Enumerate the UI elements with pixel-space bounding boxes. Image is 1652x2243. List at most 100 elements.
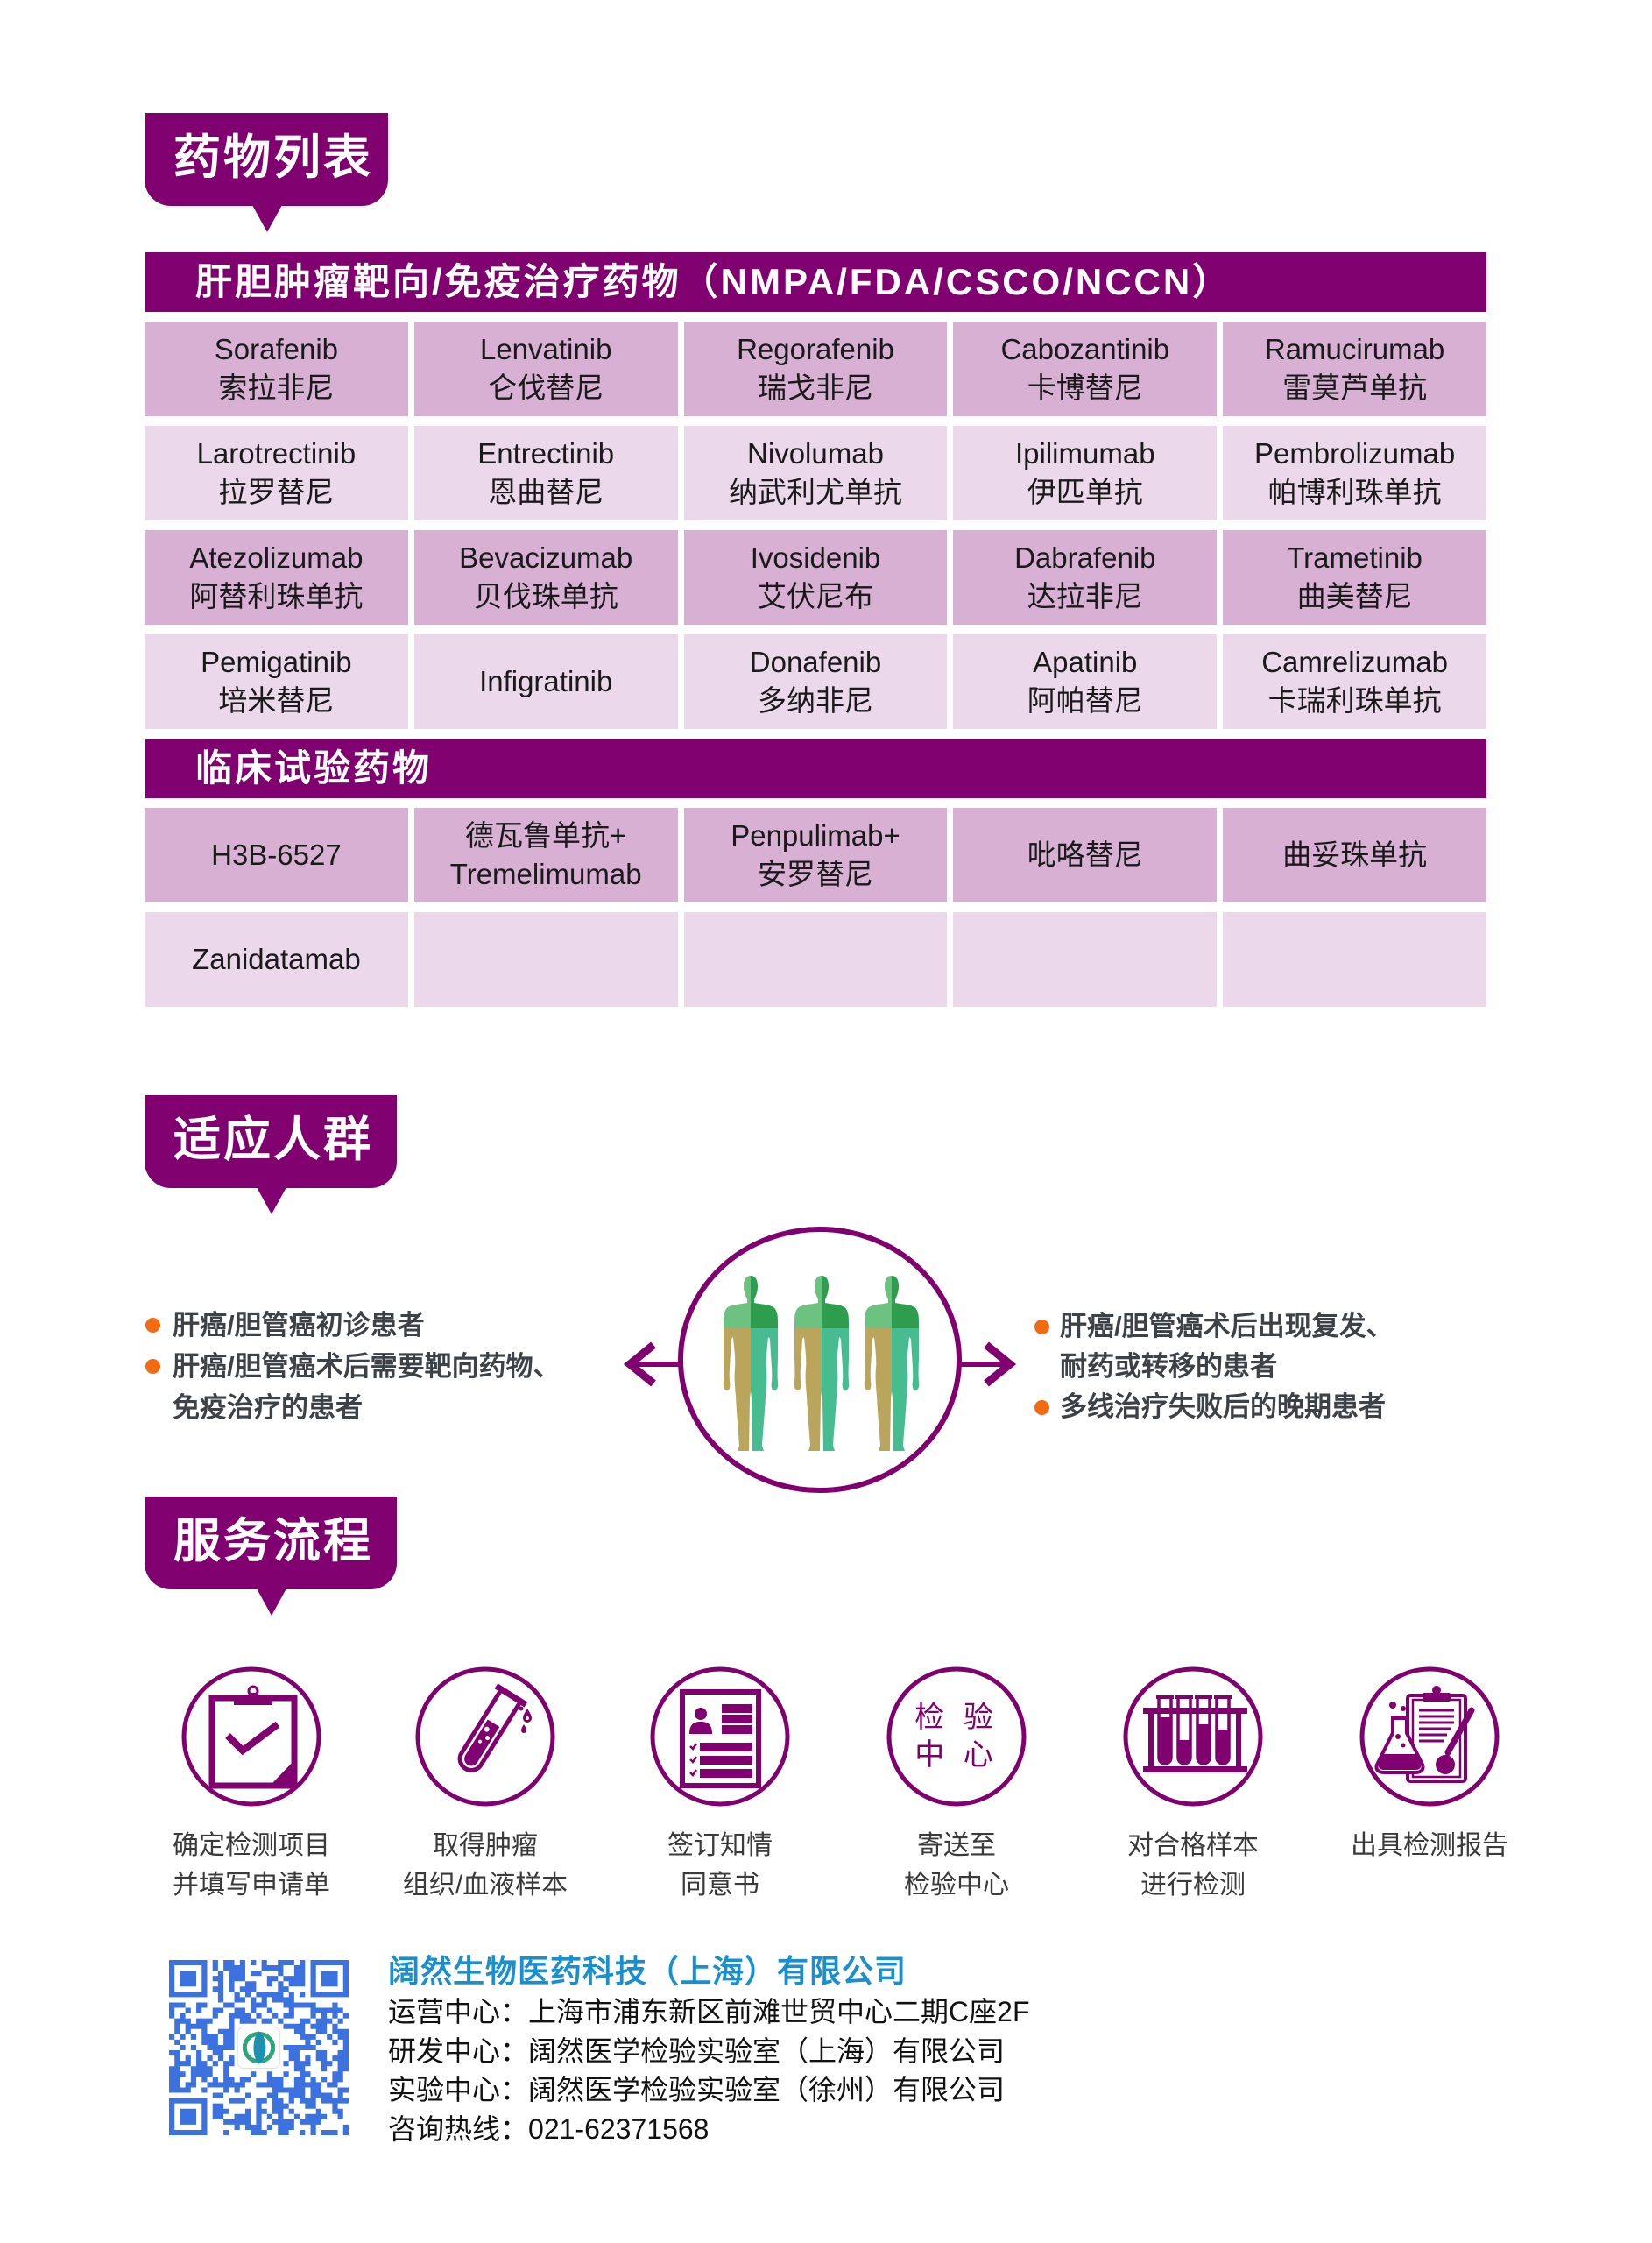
drug-name-zh: 多纳非尼 xyxy=(757,684,873,717)
approved-drugs-header: 肝胆肿瘤靶向/免疫治疗药物（NMPA/FDA/CSCO/NCCN） xyxy=(145,252,1486,312)
test-tube-rack-icon xyxy=(1123,1666,1263,1807)
process-step: 出具检测报告 xyxy=(1316,1666,1543,1865)
step-label-line: 出具检测报告 xyxy=(1351,1831,1508,1860)
step-label-line: 确定检测项目 xyxy=(173,1831,330,1860)
drug-name-en: Dabrafenib xyxy=(1014,541,1156,574)
icon-text-line: 中 心 xyxy=(914,1738,999,1772)
drug-name-line1: H3B-6527 xyxy=(211,838,342,871)
process-step: 对合格样本 进行检测 xyxy=(1079,1666,1307,1905)
drug-cell: Zanidatamab xyxy=(145,912,408,1007)
indication-text: 免疫治疗的患者 xyxy=(173,1392,363,1423)
step-label-line: 并填写申请单 xyxy=(173,1871,330,1900)
clinical-trial-drugs-title: 临床试验药物 xyxy=(195,747,433,789)
indication-text: 肝癌/胆管癌术后需要靶向药物、 xyxy=(173,1351,561,1382)
lab-center-icon xyxy=(886,1666,1027,1807)
drug-cell: 德瓦鲁单抗+Tremelimumab xyxy=(413,808,678,902)
clipboard-check-icon xyxy=(181,1666,321,1807)
lab-report-icon xyxy=(1359,1666,1500,1807)
empty-cell xyxy=(413,912,678,1007)
tag-pointer-icon xyxy=(252,205,282,232)
clinical-trial-drugs-table: H3B-6527 德瓦鲁单抗+Tremelimumab Penpulimab+ 安… xyxy=(145,808,1486,1007)
drug-name-zh: 培米替尼 xyxy=(218,684,335,717)
process-step: 检 验 中 心 寄送至 检验中心 xyxy=(843,1666,1070,1905)
empty-cell xyxy=(683,912,948,1007)
drug-name-zh: 曲美替尼 xyxy=(1296,580,1413,612)
contact-line: 咨询热线：021-62371568 xyxy=(388,2110,1030,2149)
drug-name-zh: 卡瑞利珠单抗 xyxy=(1267,684,1442,717)
indication-item: 肝癌/胆管癌初诊患者 xyxy=(145,1305,561,1346)
indication-item: 肝癌/胆管癌术后需要靶向药物、 免疫治疗的患者 xyxy=(145,1346,561,1428)
drug-name-en: Pemigatinib xyxy=(201,646,352,678)
contact-label: 咨询热线 xyxy=(388,2112,501,2145)
drug-name-zh: 瑞戈非尼 xyxy=(757,371,873,404)
drug-cell: Dabrafenib 达拉非尼 xyxy=(953,530,1218,625)
step-label-line: 进行检测 xyxy=(1140,1871,1246,1900)
process-step-label: 出具检测报告 xyxy=(1316,1826,1543,1865)
contact-value: 021-62371568 xyxy=(528,2112,710,2145)
drug-name-zh: 索拉非尼 xyxy=(218,371,335,404)
drug-name-zh: 雷莫芦单抗 xyxy=(1282,371,1428,404)
drug-name-en: Entrectinib xyxy=(477,437,615,470)
drug-name-line2: 安罗替尼 xyxy=(757,858,873,890)
contact-label: 研发中心 xyxy=(388,2034,501,2067)
drug-name-en: Trametinib xyxy=(1287,541,1423,574)
step-label-line: 对合格样本 xyxy=(1127,1831,1259,1860)
drug-cell: H3B-6527 xyxy=(145,808,408,902)
contact-separator: ： xyxy=(500,2034,529,2067)
people-group-icon xyxy=(623,1227,1017,1493)
drug-name-zh: 卡博替尼 xyxy=(1027,371,1143,404)
contact-label: 实验中心 xyxy=(388,2074,501,2105)
indication-item: 多线治疗失败后的晚期患者 xyxy=(1034,1387,1394,1427)
step-label-line: 签订知情 xyxy=(667,1831,773,1860)
empty-cell xyxy=(953,912,1218,1007)
section-tag-indications: 适应人群 xyxy=(145,1095,397,1214)
process-step-label: 对合格样本 进行检测 xyxy=(1079,1826,1307,1905)
drug-cell: Apatinib 阿帕替尼 xyxy=(953,634,1218,729)
drug-name-en: Sorafenib xyxy=(214,333,339,365)
drug-name-line1: 吡咯替尼 xyxy=(1027,838,1143,871)
drug-name-en: Apatinib xyxy=(1033,646,1138,678)
drug-name-zh: 阿帕替尼 xyxy=(1027,684,1143,717)
lab-center-icon-text: 检 验 中 心 xyxy=(886,1666,1027,1807)
drug-name-line1: Zanidatamab xyxy=(192,943,361,975)
section-tag-label: 适应人群 xyxy=(173,1114,373,1166)
process-step-label: 确定检测项目 并填写申请单 xyxy=(138,1826,365,1905)
indication-item: 肝癌/胆管癌术后出现复发、 耐药或转移的患者 xyxy=(1034,1306,1394,1387)
drug-name-en: Ivosidenib xyxy=(750,541,881,574)
clinical-trial-drugs-header: 临床试验药物 xyxy=(145,739,1486,798)
contact-value: 阔然医学检验实验室（上海）有限公司 xyxy=(528,2034,1006,2067)
process-step-label: 寄送至 检验中心 xyxy=(843,1826,1070,1905)
drug-name-en: Nivolumab xyxy=(747,437,884,470)
drug-name-line1: 曲妥珠单抗 xyxy=(1282,838,1428,871)
drug-name-zh: 阿替利珠单抗 xyxy=(189,580,364,612)
process-step: 签订知情 同意书 xyxy=(606,1666,834,1905)
drug-name-line2: Tremelimumab xyxy=(449,858,642,890)
company-contact-block: 阔然生物医药科技（上海）有限公司 运营中心：上海市浦东新区前滩世贸中心二期C座2… xyxy=(388,1950,1030,2148)
drug-name-zh: 达拉非尼 xyxy=(1027,580,1143,612)
drug-cell: Nivolumab 纳武利尤单抗 xyxy=(683,426,948,520)
drug-name-en: Infigratinib xyxy=(479,665,613,697)
step-label-line: 取得肿瘤 xyxy=(433,1831,538,1860)
bullet-icon xyxy=(1034,1320,1049,1334)
drug-name-en: Cabozantinib xyxy=(1000,333,1170,365)
tag-pointer-icon xyxy=(257,1187,286,1214)
drug-name-zh: 贝伐珠单抗 xyxy=(473,580,618,612)
bullet-icon xyxy=(1034,1400,1049,1415)
drug-cell: Penpulimab+ 安罗替尼 xyxy=(683,808,948,902)
drug-name-zh: 拉罗替尼 xyxy=(218,476,335,508)
section-tag-label: 药物列表 xyxy=(173,131,373,184)
drug-name-line1: Penpulimab+ xyxy=(731,819,900,852)
drug-cell: Pemigatinib 培米替尼 xyxy=(145,634,408,729)
drug-name-zh: 恩曲替尼 xyxy=(488,476,604,508)
drug-name-zh: 纳武利尤单抗 xyxy=(728,476,902,508)
contact-line: 运营中心：上海市浦东新区前滩世贸中心二期C座2F xyxy=(388,1992,1030,2032)
contact-separator: ： xyxy=(500,1996,529,2027)
drug-name-en: Lenvatinib xyxy=(479,333,612,365)
